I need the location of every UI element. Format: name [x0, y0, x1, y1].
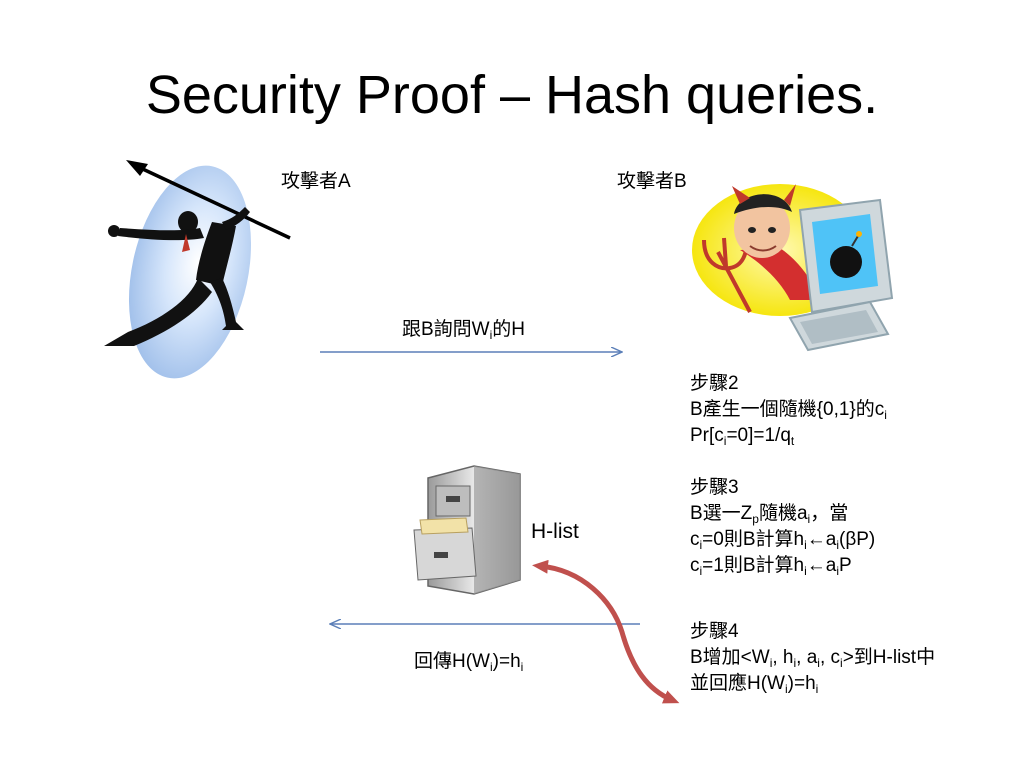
step-2-line-1: B產生一個隨機{0,1}的ci	[690, 399, 887, 422]
step-3-block: 步驟3 B選一Zp隨機ai，當 ci=0則B計算hi←ai(βP) ci=1則B…	[690, 476, 875, 580]
step-4-line-2: 並回應H(Wi)=hi	[690, 673, 819, 696]
step-4-line-1: B增加<Wi, hi, ai, ci>到H-list中	[690, 647, 936, 670]
step-3-line-3: ci=1則B計算hi←aiP	[690, 555, 852, 578]
step-2-line-2: Pr[ci=0]=1/qt	[690, 425, 795, 448]
devil-computer-icon	[692, 184, 894, 352]
query-label: 跟B詢問Wi的H	[402, 319, 526, 342]
file-cabinet-icon	[413, 465, 521, 595]
attacker-b-label: 攻擊者B	[617, 171, 687, 192]
hlist-label: H-list	[531, 520, 579, 543]
step-4-heading: 步驟4	[690, 621, 739, 642]
step-3-line-1: B選一Zp隨機ai，當	[690, 503, 849, 526]
javelin-thrower-icon	[104, 160, 291, 379]
hlist-curved-arrow	[532, 559, 680, 704]
step-3-heading: 步驟3	[690, 477, 739, 498]
step-2-heading: 步驟2	[690, 373, 739, 394]
attacker-a-label: 攻擊者A	[281, 171, 351, 192]
step-3-line-2: ci=0則B計算hi←ai(βP)	[690, 529, 876, 552]
step-2-block: 步驟2 B產生一個隨機{0,1}的ci Pr[ci=0]=1/qt	[690, 372, 887, 450]
step-4-block: 步驟4 B增加<Wi, hi, ai, ci>到H-list中 並回應H(Wi)…	[690, 620, 935, 698]
slide-title: Security Proof – Hash queries.	[145, 65, 879, 125]
return-label: 回傳H(Wi)=hi	[414, 651, 524, 674]
